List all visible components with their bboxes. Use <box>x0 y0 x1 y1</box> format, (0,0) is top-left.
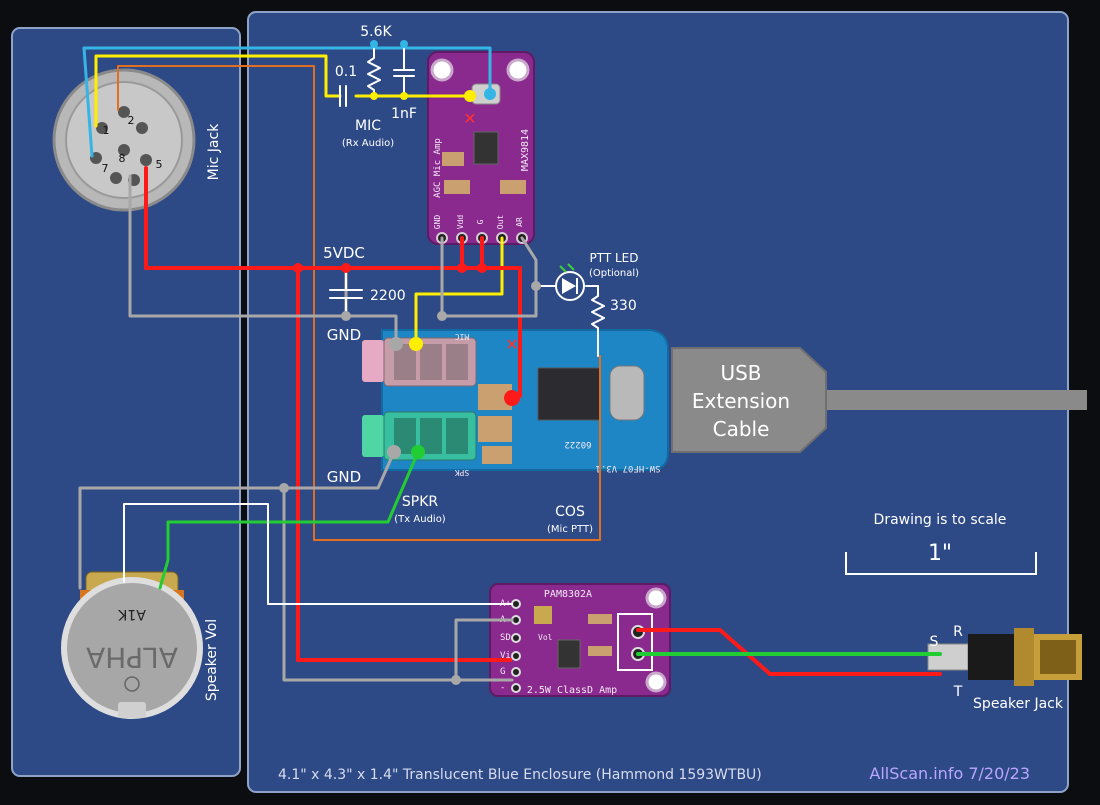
c-2200-label: 2200 <box>370 288 406 304</box>
mic-pin-5: 5 <box>156 158 163 171</box>
mic-pin-2: 2 <box>128 114 135 127</box>
usb-extension-cable-plug <box>671 347 827 453</box>
pot-brand: ALPHA <box>86 641 178 674</box>
amp-pin-gnd: GND <box>433 215 442 230</box>
pam-vol: Vol <box>538 633 553 642</box>
r-330-label: 330 <box>610 298 637 314</box>
mic-pin-1: 1 <box>103 124 110 137</box>
mic-jack-connector: 1 2 5 7 8 <box>52 68 196 212</box>
mic-jack-socket <box>362 340 384 382</box>
spkr-label: SPKR <box>402 494 439 510</box>
mic-pin-7: 7 <box>102 162 109 175</box>
cut-trace-mark-2: ✕ <box>463 109 476 128</box>
c-1nf-label: 1nF <box>391 106 417 122</box>
rx-audio-label: (Rx Audio) <box>342 138 394 149</box>
left-panel <box>11 27 241 777</box>
pam8302a-amp-board: PAM8302A 2.5W ClassD Amp A+ A- SD Vin G … <box>489 583 671 697</box>
resistor-5k6 <box>367 43 381 97</box>
mic-label: MIC <box>355 118 381 134</box>
pam-power: 2.5W ClassD Amp <box>527 685 617 696</box>
amp-pin-ar: AR <box>515 217 524 227</box>
speaker-jack-socket <box>362 415 384 457</box>
optional-label: (Optional) <box>589 268 639 279</box>
ptt-led-label: PTT LED <box>589 251 638 265</box>
pam-pin-minus: - <box>500 683 505 693</box>
wire-yellow-mic <box>94 54 342 128</box>
wire-red-pam-vin <box>296 266 512 662</box>
scale-bar <box>845 552 1037 575</box>
speaker-vol-label: Speaker Vol <box>204 619 220 701</box>
usb-mic-label: MIC <box>455 332 470 341</box>
amp-pin-g: G <box>476 219 485 224</box>
cos-label: COS <box>555 504 585 520</box>
cap-0-1 <box>339 85 347 107</box>
c-0-1-label: 0.1 <box>335 64 357 80</box>
mic-jack-label: Mic Jack <box>206 123 222 181</box>
pam-name: PAM8302A <box>544 589 592 600</box>
wire-red-5v <box>144 166 522 398</box>
mic-pin-8: 8 <box>119 152 126 165</box>
cap-1nf <box>393 43 415 97</box>
r-5k6-label: 5.6K <box>360 24 392 40</box>
junction-dots <box>279 40 541 685</box>
amp-title-label: AGC Mic Amp <box>433 138 443 198</box>
pot-value: A1K <box>117 606 145 622</box>
wire-cyan <box>82 46 492 158</box>
tx-audio-label: (Tx Audio) <box>394 514 446 525</box>
scale-value: 1" <box>928 541 952 566</box>
usb-label-3: Cable <box>713 417 770 441</box>
crystal <box>609 365 645 421</box>
resistor-330 <box>585 285 605 357</box>
speaker-volume-pot: ALPHA A1K <box>61 571 203 719</box>
cut-trace-mark: ✕ <box>505 335 518 354</box>
pam-pin-g: G <box>500 667 505 677</box>
credit-label: AllScan.info 7/20/23 <box>869 764 1030 783</box>
gnd-top-label: GND <box>327 326 361 344</box>
wire-gray-pot <box>78 450 396 590</box>
enclosure-description: 4.1" x 4.3" x 1.4" Translucent Blue Encl… <box>278 767 762 783</box>
gnd-bottom-label: GND <box>327 468 361 486</box>
usb-spk-label: SPK <box>455 468 470 477</box>
wire-orange-cos <box>117 65 601 541</box>
ptt-led-symbol <box>555 263 585 301</box>
usb-cable-wire <box>815 390 1087 410</box>
wire-gray-gnd <box>128 174 398 346</box>
vdc-label: 5VDC <box>323 244 365 262</box>
usb-audio-chip <box>537 367 601 421</box>
usb-sound-card: 60222 SW-HF07 V3.1 MIC SPK ✕ <box>362 329 669 477</box>
mic-ptt-label: (Mic PTT) <box>547 524 593 535</box>
amp-pin-vdd: Vdd <box>456 215 465 230</box>
jack-s-label: S <box>930 634 939 650</box>
usb-label-1: USB <box>720 361 761 385</box>
wire-green-spkr <box>158 450 420 590</box>
cap-2200 <box>329 267 363 317</box>
scale-note: Drawing is to scale <box>874 512 1007 528</box>
usb-board-label: SW-HF07 V3.1 <box>595 463 660 473</box>
jack-t-label: T <box>953 684 963 700</box>
usb-label-2: Extension <box>692 389 790 413</box>
wire-white-aplus <box>123 503 513 605</box>
pam-pin-sd: SD <box>500 633 511 643</box>
speaker-jack-label: Speaker Jack <box>973 696 1064 712</box>
jack-r-label: R <box>953 624 963 640</box>
pam-pin-vin: Vin <box>500 651 516 661</box>
usb-chip-code: 60222 <box>564 439 591 449</box>
amp-chip-label: MAX9814 <box>520 129 531 171</box>
max9814-mic-amp-board: ✕ MAX9814 AGC Mic Amp GND Vdd G Out AR <box>427 51 535 245</box>
amp-pin-out: Out <box>496 215 505 230</box>
speaker-jack-connector <box>927 628 1082 686</box>
